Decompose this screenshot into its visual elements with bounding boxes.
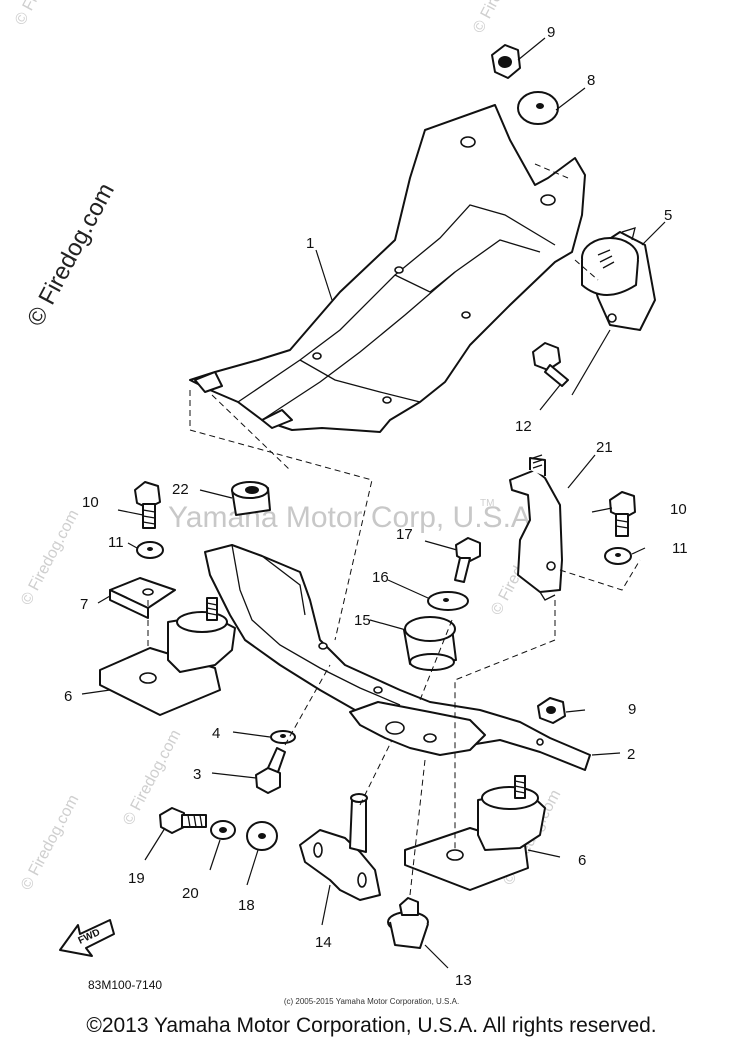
callout-5: 5 (664, 207, 672, 224)
part-20-lock-washer (210, 820, 236, 840)
callout-20: 20 (182, 885, 199, 902)
callout-19: 19 (128, 870, 145, 887)
callout-7: 7 (80, 596, 88, 613)
part-10-bolt-right (609, 491, 636, 537)
callout-16: 16 (372, 569, 389, 586)
part-13-flange-nut (387, 897, 429, 949)
part-9-top-nut (491, 44, 521, 79)
cradle-hole (382, 396, 392, 404)
callout-13: 13 (455, 972, 472, 989)
fwd-arrow-icon: FWD (59, 919, 115, 957)
callout-21: 21 (596, 439, 613, 456)
callout-6-right: 6 (578, 852, 586, 869)
trademark-mark: TM (480, 498, 495, 509)
callout-8: 8 (587, 72, 595, 89)
part-21-bracket (509, 454, 563, 601)
yamaha-center-watermark: Yamaha Motor Corp, U.S.A. (168, 501, 540, 534)
part-18-washer (246, 821, 278, 851)
drawing-code: 83M100-7140 (88, 978, 163, 992)
part-2-mount-plate (204, 544, 591, 771)
part-11-washer-left (136, 541, 164, 559)
callout-11-right: 11 (672, 540, 688, 557)
part-15-rubber-cushion (403, 616, 457, 671)
cradle-hole (540, 194, 556, 206)
callout-3: 3 (193, 766, 201, 783)
part-16-washer (427, 591, 469, 611)
part-9-lower-nut (537, 697, 566, 724)
part-11-washer-right (604, 547, 632, 565)
callout-numbers: 1 2 3 4 5 6 6 7 8 9 9 10 10 11 11 12 13 … (64, 24, 688, 989)
part-3-bolt (255, 747, 286, 794)
small-copyright: (c) 2005-2015 Yamaha Motor Corporation, … (283, 997, 460, 1006)
part-19-bolt (159, 807, 207, 834)
callout-2: 2 (627, 746, 635, 763)
callout-4: 4 (212, 725, 220, 742)
callout-6-left: 6 (64, 688, 72, 705)
cradle-hole (460, 136, 476, 148)
part-6-left-rubber-mount (99, 597, 236, 716)
callout-10-right: 10 (670, 501, 687, 518)
callout-9-top: 9 (547, 24, 555, 41)
callout-14: 14 (315, 934, 332, 951)
callout-15: 15 (354, 612, 371, 629)
assembly-dashed-lines (147, 163, 641, 896)
part-5-rubber-mount (581, 227, 656, 331)
cradle-hole (461, 311, 471, 319)
part-10-bolt-left (134, 481, 161, 529)
part-6-right-rubber-mount (404, 775, 546, 891)
part-8-washer (517, 91, 559, 125)
callout-22: 22 (172, 481, 189, 498)
leader-lines (81, 37, 666, 969)
cradle-hole (394, 266, 404, 274)
part-14-stud-bracket (299, 793, 381, 901)
callout-10-left: 10 (82, 494, 99, 511)
callout-12: 12 (515, 418, 532, 435)
main-copyright: ©2013 Yamaha Motor Corporation, U.S.A. A… (86, 1014, 657, 1037)
callout-11-left: 11 (108, 534, 124, 551)
part-17-bolt (454, 537, 481, 583)
callout-18: 18 (238, 897, 255, 914)
cradle-hole (312, 352, 322, 360)
callout-17: 17 (396, 526, 413, 543)
part-22-collar (231, 481, 271, 516)
callout-1: 1 (306, 235, 314, 252)
part-4-washer (270, 730, 296, 744)
part-12-bolt (532, 342, 569, 387)
part-7-plate (109, 577, 176, 619)
callout-9-lower: 9 (628, 701, 636, 718)
part-1-cradle-bracket (189, 104, 586, 433)
